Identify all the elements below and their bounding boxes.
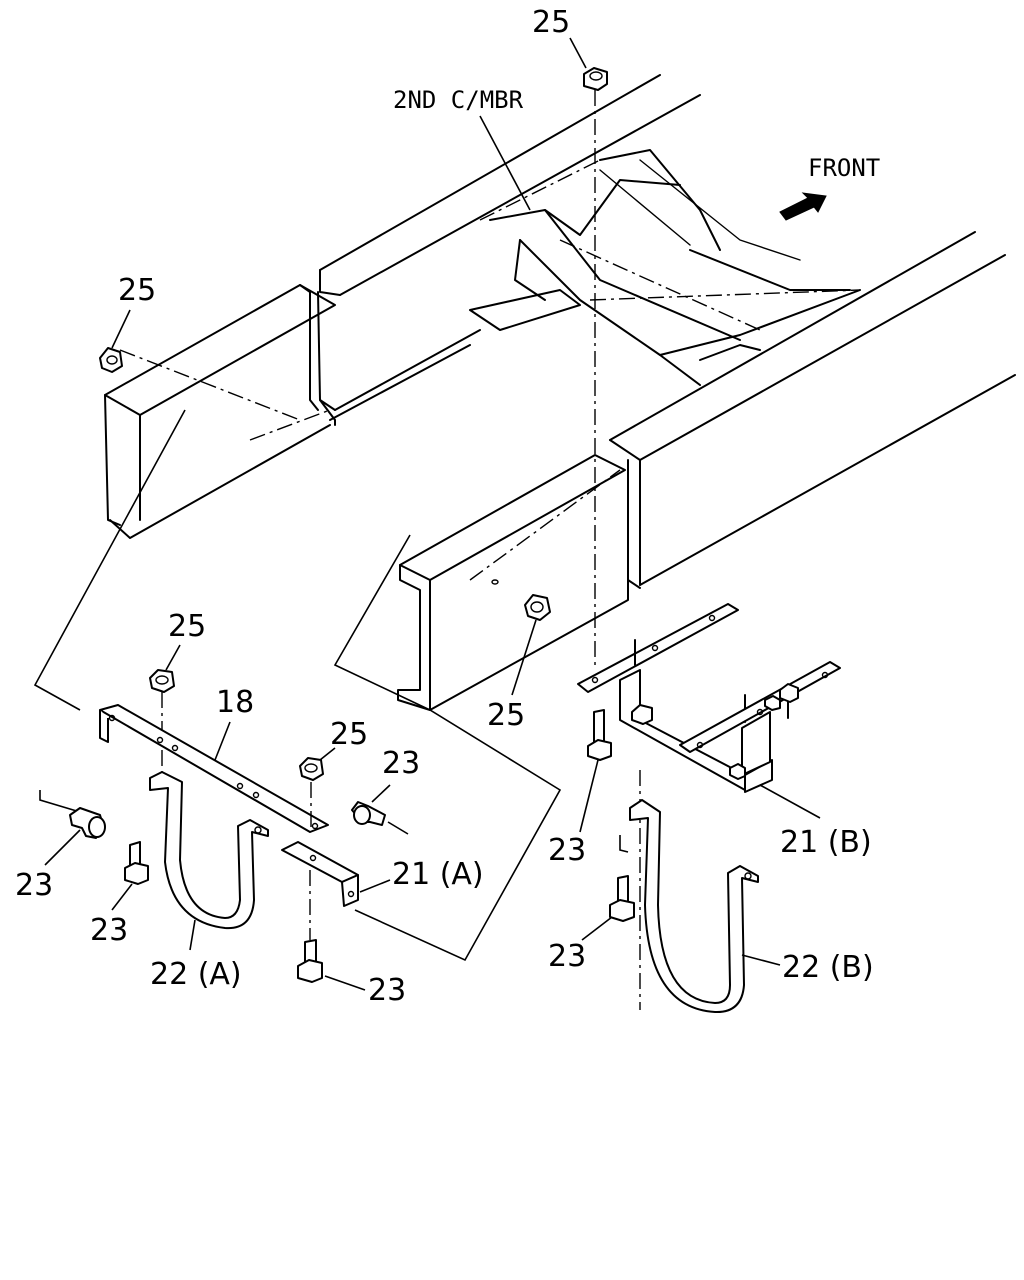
label-21b: 21 (B) [780,825,872,860]
cross-member-callout: 2ND C/MBR [393,86,531,211]
label-23-a3: 23 [382,746,420,781]
nut-left: 25 [99,273,156,373]
label-21a: 21 (A) [392,857,484,892]
nut-top: 25 [532,5,608,91]
label-25-left: 25 [118,273,156,308]
label-25-bracket-a: 25 [168,609,206,644]
cross-member-label: 2ND C/MBR [393,86,524,114]
label-23-b1: 23 [548,833,586,868]
frame-rails [104,74,1016,711]
guide-lines [33,409,562,962]
front-indicator: FRONT [779,154,880,221]
arrow-icon [779,192,827,221]
label-22a: 22 (A) [150,957,242,992]
bracket-assembly-b: 21 (B) 23 22 (B) 23 [548,603,874,1014]
label-23-b2: 23 [548,939,586,974]
label-22b: 22 (B) [782,950,874,985]
label-23-a4: 23 [368,973,406,1008]
label-25-mid: 25 [487,698,525,733]
label-25-bracket-a2: 25 [330,717,368,752]
label-23-a1: 23 [15,868,53,903]
bracket-assembly-a: 25 18 25 22 (A) 21 (A) [15,609,484,1008]
nut-mid: 25 [487,579,551,733]
label-25-top: 25 [532,5,570,40]
label-23-a2: 23 [90,913,128,948]
front-label: FRONT [808,154,880,182]
label-18: 18 [216,685,254,720]
